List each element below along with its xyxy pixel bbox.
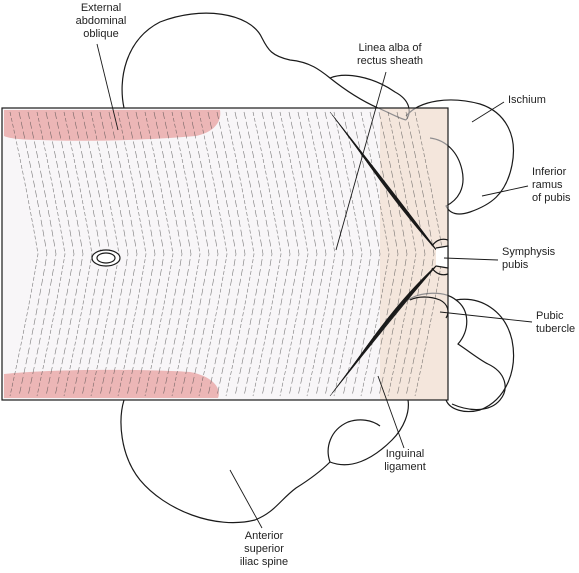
- fiber-line: [252, 111, 282, 397]
- rectus-sheath: [1, 107, 449, 401]
- symphysis-pubis-shape: [431, 238, 449, 276]
- leader-lines: [96, 43, 533, 529]
- fiber-line: [36, 111, 66, 397]
- fiber-line: [108, 111, 138, 397]
- leader-external-oblique: [96, 43, 119, 131]
- fiber-line: [18, 111, 48, 397]
- fiber-line: [378, 111, 408, 397]
- ischium-outline: [405, 99, 514, 215]
- external-oblique-lower-fibers: [4, 369, 219, 398]
- fiber-line: [297, 111, 327, 397]
- fiber-line: [351, 111, 381, 397]
- fiber-line: [162, 111, 192, 397]
- fiber-line: [234, 111, 264, 397]
- fiber-line: [63, 111, 93, 397]
- fiber-line: [387, 111, 417, 397]
- lower-ischium-outline: [407, 292, 506, 411]
- label-ischium: Ischium: [508, 94, 546, 106]
- fiber-line: [126, 111, 156, 397]
- fiber-line: [198, 111, 228, 397]
- leader-linea-alba: [335, 71, 387, 251]
- fiber-line: [369, 111, 399, 397]
- fiber-line: [405, 111, 435, 397]
- label-anterior-superior-iliac-spine: Anterior superior iliac spine: [239, 530, 289, 568]
- umbilicus: [91, 249, 121, 267]
- fiber-line: [279, 111, 309, 397]
- label-linea-alba: Linea alba of rectus sheath: [356, 42, 424, 67]
- fiber-line: [324, 111, 354, 397]
- fiber-hatching: [9, 111, 444, 397]
- fiber-line: [27, 111, 57, 397]
- leader-ischium: [471, 101, 505, 123]
- fiber-line: [306, 111, 336, 397]
- fiber-line: [171, 111, 201, 397]
- lower-iliac-crest: [120, 399, 409, 524]
- leader-inguinal-ligament: [377, 375, 405, 449]
- fiber-line: [180, 111, 210, 397]
- fiber-line: [360, 111, 390, 397]
- fiber-line: [270, 111, 300, 397]
- fiber-line: [117, 111, 147, 397]
- fiber-line: [54, 111, 84, 397]
- fiber-line: [189, 111, 219, 397]
- fiber-line: [216, 111, 246, 397]
- label-inferior-ramus-of-pubis: Inferior ramus of pubis: [532, 166, 571, 204]
- fiber-line: [288, 111, 318, 397]
- lower-crest-inner: [327, 419, 381, 463]
- fiber-line: [99, 111, 129, 397]
- pubic-tubercle-shape: [409, 296, 449, 319]
- label-inguinal-ligament: Inguinal ligament: [384, 448, 426, 473]
- converging-fiber: [359, 151, 439, 253]
- label-external-abdominal-oblique: External abdominal oblique: [75, 2, 127, 40]
- label-symphysis-pubis: Symphysis pubis: [502, 246, 556, 271]
- leader-symphysis: [443, 257, 499, 261]
- fiber-line: [9, 111, 39, 397]
- upper-iliac-crest: [121, 12, 410, 121]
- fiber-line: [207, 111, 237, 397]
- lower-ischium-rim: [445, 298, 515, 413]
- fiber-line: [45, 111, 75, 397]
- fiber-line: [261, 111, 291, 397]
- fiber-line: [225, 111, 255, 397]
- fiber-line: [315, 111, 345, 397]
- leader-asis: [229, 469, 263, 529]
- fiber-line: [90, 111, 120, 397]
- linea-alba-fibers: [329, 111, 439, 397]
- fiber-line: [144, 111, 174, 397]
- leader-inferior-ramus: [481, 185, 529, 197]
- fiber-line: [135, 111, 165, 397]
- leader-pubic-tubercle: [439, 311, 533, 323]
- fiber-line: [396, 111, 426, 397]
- fiber-line: [333, 111, 363, 397]
- fiber-line: [342, 111, 372, 397]
- label-pubic-tubercle: Pubic tubercle: [536, 310, 576, 335]
- converging-fiber: [359, 263, 439, 357]
- fiber-line: [153, 111, 183, 397]
- fiber-line: [243, 111, 273, 397]
